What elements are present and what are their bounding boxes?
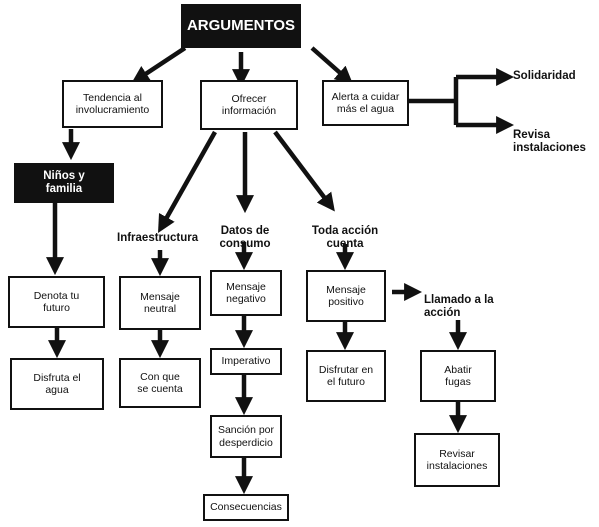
node-mensaje-neutral: Mensaje neutral: [119, 276, 201, 330]
node-mensaje-positivo-text: Mensaje positivo: [326, 283, 366, 308]
node-mensaje-positivo: Mensaje positivo: [306, 270, 386, 322]
node-disfrutar-futuro: Disfrutar en el futuro: [306, 350, 386, 402]
label-solidaridad-text: Solidaridad: [513, 70, 576, 82]
arrow-argumentos-alerta: [310, 46, 354, 85]
label-revisa: Revisa instalaciones: [513, 116, 586, 156]
title-argumentos: ARGUMENTOS: [181, 4, 301, 48]
label-datos-text: Datos de consumo: [219, 225, 271, 251]
node-disfruta: Disfruta el agua: [10, 358, 104, 410]
label-solidaridad: Solidaridad: [513, 70, 576, 83]
node-tendencia-text: Tendencia al involucramiento: [75, 91, 150, 116]
arrow-ofrecer-infra: [158, 130, 217, 234]
node-abatir-fugas: Abatir fugas: [420, 350, 496, 402]
alerta-bracket: [408, 77, 459, 125]
node-ofrecer: Ofrecer información: [200, 80, 298, 130]
node-alerta-text: Alerta a cuidar más el agua: [331, 90, 400, 115]
node-consecuencias: Consecuencias: [203, 494, 289, 521]
node-denota-text: Denota tu futuro: [33, 289, 80, 314]
label-toda-accion: Toda acción cuenta: [300, 212, 390, 252]
node-revisar-text: Revisar instalaciones: [426, 447, 488, 472]
node-ninos-text: Niños y familia: [43, 170, 85, 195]
node-disfrutar-text: Disfrutar en el futuro: [318, 363, 374, 388]
node-tendencia: Tendencia al involucramiento: [62, 80, 163, 128]
label-infraestructura-text: Infraestructura: [117, 232, 199, 244]
arrow-argumentos-tendencia: [131, 46, 187, 84]
node-mensaje-negativo-text: Mensaje negativo: [226, 280, 266, 305]
node-ofrecer-text: Ofrecer información: [221, 92, 277, 117]
node-consecuencias-text: Consecuencias: [210, 501, 282, 514]
node-ninos-familia: Niños y familia: [14, 163, 114, 203]
node-revisar-instalaciones: Revisar instalaciones: [414, 433, 500, 487]
label-infraestructura: Infraestructura: [117, 232, 198, 245]
title-argumentos-text: ARGUMENTOS: [186, 17, 296, 35]
node-alerta: Alerta a cuidar más el agua: [322, 80, 409, 126]
arrow-ofrecer-toda: [273, 130, 335, 212]
label-revisa-text: Revisa instalaciones: [513, 129, 586, 155]
node-imperativo-text: Imperativo: [221, 355, 271, 368]
node-mensaje-neutral-text: Mensaje neutral: [140, 290, 180, 315]
node-con-que-text: Con que se cuenta: [137, 370, 183, 395]
node-mensaje-negativo: Mensaje negativo: [210, 270, 282, 316]
label-llamado: Llamado a la acción: [424, 281, 494, 321]
node-imperativo: Imperativo: [210, 348, 282, 375]
node-con-que: Con que se cuenta: [119, 358, 201, 408]
node-denota: Denota tu futuro: [8, 276, 105, 328]
label-toda-text: Toda acción cuenta: [311, 225, 379, 251]
node-abatir-text: Abatir fugas: [444, 363, 472, 388]
node-disfruta-text: Disfruta el agua: [33, 371, 81, 396]
label-llamado-text: Llamado a la acción: [424, 294, 494, 320]
label-datos-consumo: Datos de consumo: [208, 212, 282, 252]
node-sancion-text: Sanción por desperdicio: [217, 424, 275, 449]
node-sancion: Sanción por desperdicio: [210, 415, 282, 458]
